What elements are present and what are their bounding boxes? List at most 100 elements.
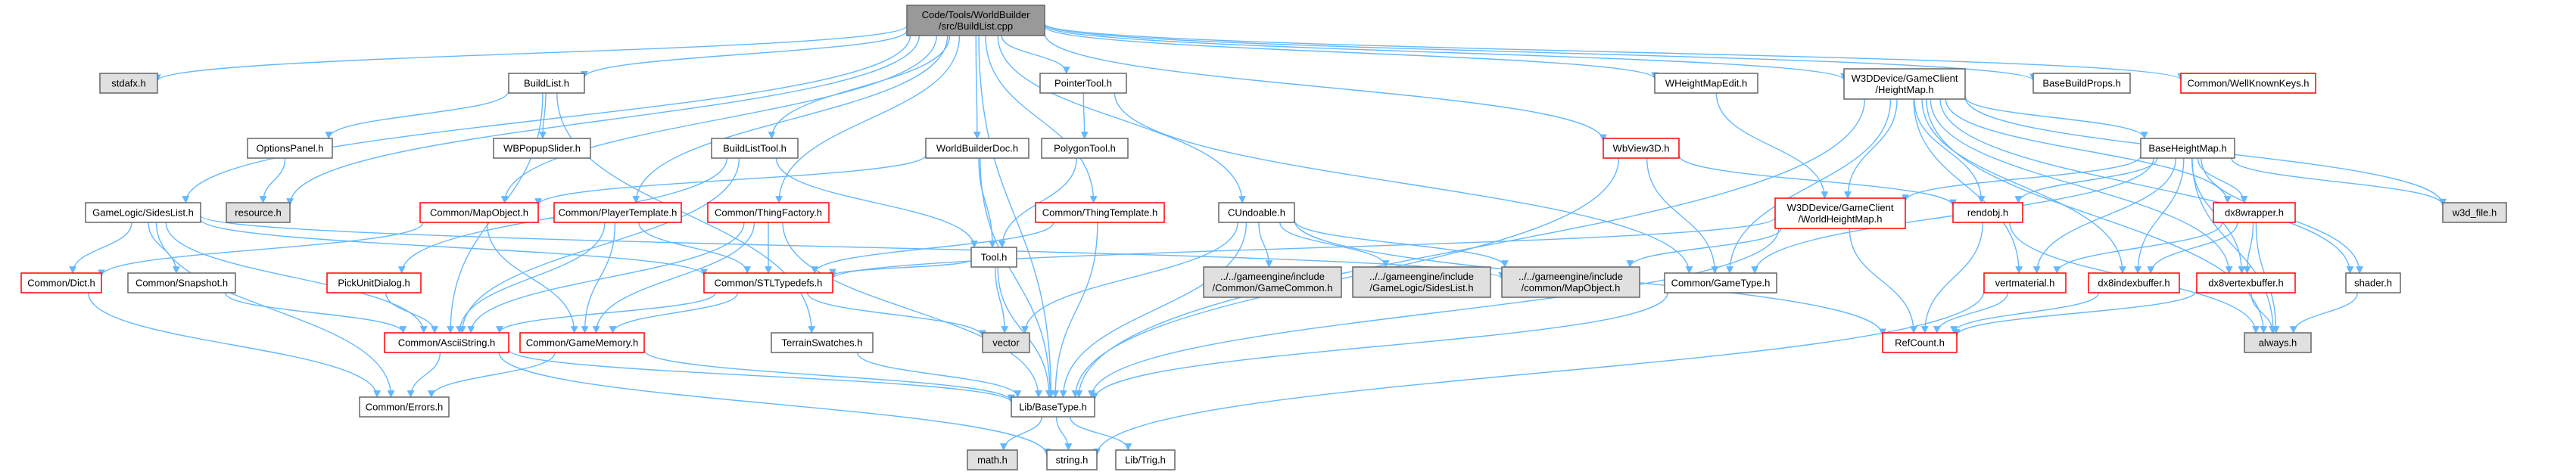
node-label: Common/Snapshot.h [135,278,228,289]
edge-cundoable-to-vector [1021,222,1238,334]
node-box [508,73,585,94]
node-w3d-heightmap[interactable]: W3DDevice/GameClient/HeightMap.h [1843,68,1966,100]
edge-pointertool-to-common_gametype [1114,92,1693,274]
node-box [1115,449,1176,470]
edge-cundoable-to-gameengine_sideslist [1279,222,1390,268]
node-gameengine-gamecommon[interactable]: ../../gameengine/include/Common/GameComm… [1203,266,1342,298]
node-cundoable[interactable]: CUndoable.h [1218,202,1295,223]
node-box [99,73,158,94]
node-always[interactable]: always.h [2244,332,2312,353]
node-w3d-worldheightmap[interactable]: W3DDevice/GameClient/WorldHeightMap.h [1774,197,1906,229]
node-box [1664,272,1777,293]
node-label: dx8indexbuffer.h [2098,278,2170,289]
node-label: Common/WellKnownKeys.h [2188,78,2310,89]
node-dx8vertexbuffer[interactable]: dx8vertexbuffer.h [2196,272,2296,293]
node-gameengine-sideslist[interactable]: ../../gameengine/include/GameLogic/Sides… [1352,266,1491,298]
edge-vertmaterial-to-refcount [1933,292,2008,334]
node-label: Common/STLTypedefs.h [715,278,823,289]
node-lib-trig[interactable]: Lib/Trig.h [1115,449,1176,470]
node-label: Tool.h [981,252,1008,263]
node-wbview3d[interactable]: WbView3D.h [1603,138,1680,159]
node-box [1041,138,1129,159]
node-string[interactable]: string.h [1046,449,1098,470]
node-terrainswatches[interactable]: TerrainSwatches.h [771,332,874,353]
node-worldbuilderdoc[interactable]: WorldBuilderDoc.h [925,138,1029,159]
node-gamelogic-sideslist[interactable]: GameLogic/SidesList.h [85,202,201,223]
node-common-thingfactory[interactable]: Common/ThingFactory.h [707,202,830,223]
node-box [1501,266,1640,298]
node-common-errors[interactable]: Common/Errors.h [359,396,450,418]
node-common-gametype[interactable]: Common/GameType.h [1664,272,1777,293]
node-box [1352,266,1491,298]
node-label: BaseHeightMap.h [2148,143,2226,154]
edge-buildlist_cpp-to-stdafx [154,25,908,82]
node-tool[interactable]: Tool.h [970,247,1017,268]
node-wbpopupslider[interactable]: WBPopupSlider.h [493,138,591,159]
edge-w3d_heightmap-to-lib_basetype [1075,98,1866,398]
edge-w3d_heightmap-to-rendobj [1914,98,1986,203]
node-wheightmapedit[interactable]: WHeightMapEdit.h [1654,73,1758,94]
node-gameengine-mapobject[interactable]: ../../gameengine/include/common/MapObjec… [1501,266,1640,298]
node-dx8wrapper[interactable]: dx8wrapper.h [2213,202,2296,223]
node-baseheightmap[interactable]: BaseHeightMap.h [2140,138,2235,159]
node-vector[interactable]: vector [982,332,1030,353]
node-math[interactable]: math.h [967,449,1018,470]
node-vertmaterial[interactable]: vertmaterial.h [1983,272,2067,293]
node-dx8indexbuffer[interactable]: dx8indexbuffer.h [2088,272,2180,293]
node-label: PickUnitDialog.h [338,278,410,289]
node-label: GameLogic/SidesList.h [92,207,194,219]
node-label: WHeightMapEdit.h [1665,78,1747,89]
edge-rendobj-to-refcount [1920,222,1983,334]
node-refcount[interactable]: RefCount.h [1882,332,1958,353]
node-common-snapshot[interactable]: Common/Snapshot.h [127,272,236,293]
edge-buildlist_cpp-to-wbview3d [1044,33,1607,142]
edge-buildlist_cpp-to-wheightmapedit [1044,26,1659,80]
node-common-mapobject[interactable]: Common/MapObject.h [419,202,539,223]
node-polygontool[interactable]: PolygonTool.h [1041,138,1129,159]
node-common-playertemplate[interactable]: Common/PlayerTemplate.h [553,202,682,223]
node-w3d-file[interactable]: w3d_file.h [2442,202,2507,223]
node-basebuildprops[interactable]: BaseBuildProps.h [2032,73,2131,94]
edge-common_gamememory-to-lib_basetype [643,349,1015,402]
node-label: BaseBuildProps.h [2042,78,2120,89]
node-lib-basetype[interactable]: Lib/BaseType.h [1011,396,1095,418]
node-common-stltypedefs[interactable]: Common/STLTypedefs.h [703,272,833,293]
edge-gamelogic_sideslist-to-common_stltypedefs [200,219,708,277]
edge-buildlist_cpp-to-common_playertemplate [632,35,948,203]
node-optionspanel[interactable]: OptionsPanel.h [247,138,333,159]
node-box [519,332,645,353]
node-box [493,138,591,159]
node-pointertool[interactable]: PointerTool.h [1039,73,1127,94]
node-resource[interactable]: resource.h [226,202,291,223]
node-label: PointerTool.h [1054,78,1112,89]
node-buildlist-h[interactable]: BuildList.h [508,73,585,94]
node-box [982,332,1030,353]
edge-worldbuilderdoc-to-lib_basetype [980,157,1054,398]
edge-w3d_worldheightmap-to-gameengine_mapobject [1626,228,1782,268]
node-buildlisttool[interactable]: BuildListTool.h [711,138,799,159]
node-common-wellknownkeys[interactable]: Common/WellKnownKeys.h [2180,73,2316,94]
node-stdafx[interactable]: stdafx.h [99,73,158,94]
node-common-thingtemplate[interactable]: Common/ThingTemplate.h [1035,202,1165,223]
node-label: ../../gameengine/include [1519,271,1623,282]
edge-tool-to-vector [995,266,1009,334]
node-box [2196,272,2296,293]
node-common-gamememory[interactable]: Common/GameMemory.h [519,332,645,353]
node-pickunitdialog[interactable]: PickUnitDialog.h [326,272,422,293]
node-box [2032,73,2131,94]
node-box [1046,449,1098,470]
node-box [2213,202,2296,223]
node-shader[interactable]: shader.h [2345,272,2401,293]
node-common-dict[interactable]: Common/Dict.h [20,272,102,293]
node-common-asciistring[interactable]: Common/AsciiString.h [384,332,509,353]
node-box [326,272,422,293]
edge-w3d_worldheightmap-to-common_stltypedefs [829,217,1776,280]
node-label: ../../gameengine/include [1220,271,1325,282]
edge-wheightmapedit-to-w3d_worldheightmap [1715,92,1829,199]
node-rendobj[interactable]: rendobj.h [1952,202,2023,223]
node-box [707,202,830,223]
edge-shader-to-always [2289,292,2358,334]
node-buildlist-cpp[interactable]: Code/Tools/WorldBuilder/src/BuildList.cp… [906,5,1045,36]
edge-common_mapobject-to-common_gamememory [486,222,578,334]
node-label: rendobj.h [1967,207,2008,219]
